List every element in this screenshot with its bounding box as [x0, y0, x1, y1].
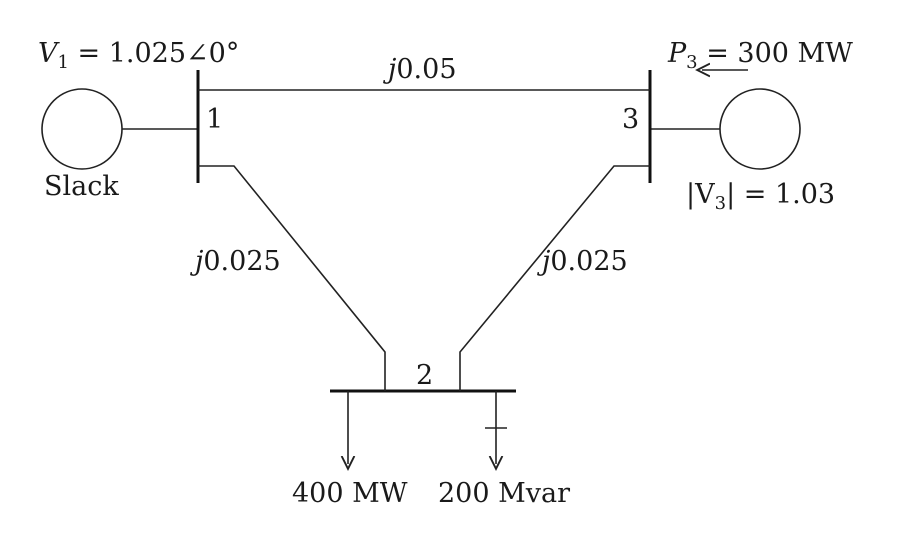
line-1-2-impedance: j0.025	[190, 246, 281, 277]
bus3-generator-icon	[719, 88, 801, 170]
slack-label: Slack	[44, 171, 119, 202]
slack-generator-icon	[41, 88, 123, 170]
line-1-3-impedance: j0.05	[383, 54, 457, 85]
v1-label: V1 = 1.025∠0°	[38, 38, 239, 73]
bus1-number: 1	[206, 104, 223, 135]
p3-label: P3 = 300 MW	[667, 38, 853, 73]
line-3-2	[459, 165, 650, 391]
line-3-2-impedance: j0.025	[537, 246, 628, 277]
line-1-2	[198, 165, 386, 391]
load-q-label: 200 Mvar	[438, 478, 570, 509]
load-p-label: 400 MW	[292, 478, 408, 509]
bus2-number: 2	[416, 360, 433, 391]
bus3-number: 3	[622, 104, 639, 135]
v3-label: |V3| = 1.03	[686, 179, 835, 214]
